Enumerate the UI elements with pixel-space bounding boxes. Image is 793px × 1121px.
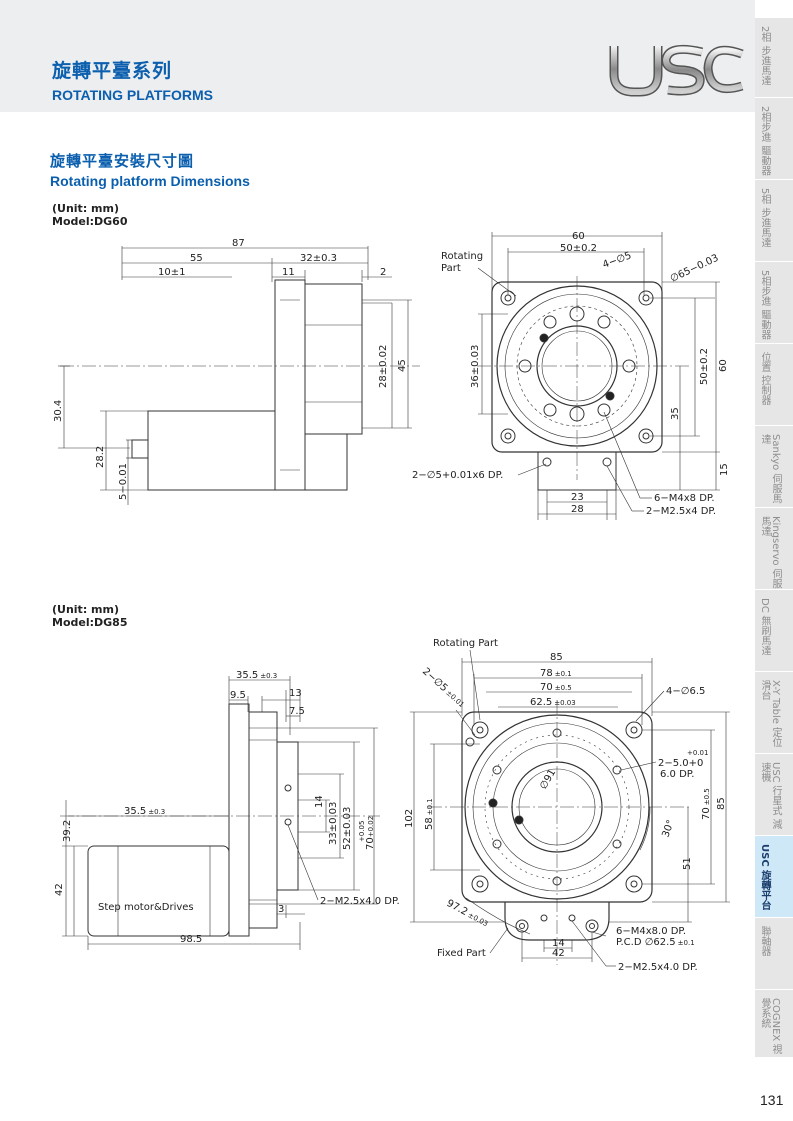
dg60-front-dim-50: 50±0.2: [560, 243, 597, 254]
dg85-front-d50-line1: 2−5.0+0: [658, 758, 703, 769]
dg60-dim-30-4: 30.4: [53, 400, 64, 422]
dg60-dim-28-02: 28±0.02: [378, 345, 389, 388]
sidebar-tab-usc-rotary-table[interactable]: USC 旋轉平台: [755, 836, 793, 918]
dg60-dowel-note: 2−∅5+0.01x6 DP.: [412, 470, 503, 481]
dg85-front-dim-30deg: 30°: [660, 819, 676, 839]
sidebar-tab-2phase-driver[interactable]: 2相步進 驅動器: [755, 98, 793, 180]
sidebar-tab-kingservo[interactable]: Kingservo 伺服馬達: [755, 508, 793, 590]
dg85-front-dim-91: ∅91: [538, 767, 558, 791]
dg60-front-dim-23: 23: [571, 492, 584, 503]
dg60-front-dim-36: 36±0.03: [470, 345, 481, 388]
dg60-front-dim-60: 60: [572, 231, 585, 242]
dg85-motor-label: Step motor&Drives: [98, 902, 194, 913]
dg60-rotating-label-2: Part: [441, 263, 461, 274]
dg60-unit: (Unit: mm): [52, 202, 119, 215]
header-title-en: ROTATING PLATFORMS: [52, 87, 213, 103]
sidebar-tab-cognex[interactable]: COGNEX 視覺系統: [755, 990, 793, 1058]
dg60-rotating-label-1: Rotating: [441, 251, 483, 262]
dg85-dim-42: 42: [54, 883, 65, 896]
dg85-front-dim-51: 51: [682, 857, 693, 870]
dg60-front-dim-28: 28: [571, 504, 584, 515]
header-title-cn: 旋轉平臺系列: [52, 61, 173, 82]
dg85-m25-front: 2−M2.5x4.0 DP.: [618, 962, 698, 973]
page-number: 131: [760, 1092, 784, 1108]
dg85-dim-7-5: 7.5: [289, 706, 305, 717]
sidebar-tab-5phase-motor[interactable]: 5相 步進馬達: [755, 180, 793, 262]
dg85-dim-70: 70+0.02: [365, 816, 376, 850]
dg85-rotating-label: Rotating Part: [433, 638, 498, 649]
dg85-unit-block: (Unit: mm) Model:DG85: [52, 603, 127, 629]
dg60-dim-11: 11: [282, 267, 295, 278]
sidebar-tab-position-controller[interactable]: 位置 控制器: [755, 344, 793, 426]
dg85-front-dim-58: 58±0.1: [424, 798, 435, 830]
dg60-m4-note: 6−M4x8 DP.: [654, 493, 715, 504]
dg60-dim-87: 87: [232, 238, 245, 249]
dg85-front-d50-line2: 6.0 DP.: [660, 769, 694, 780]
dg60-front-holes: 4−∅5: [601, 250, 633, 271]
dg60-model: Model:DG60: [52, 215, 128, 228]
dg85-front-dim-97-2: 97.2±0.03: [445, 898, 491, 929]
dg85-front-dim-102: 102: [404, 809, 415, 828]
dg85-model: Model:DG85: [52, 616, 128, 629]
sidebar-tab-xy-table[interactable]: X-Y Table 定位滑台: [755, 672, 793, 754]
sidebar-nav: 2相 步進馬達 2相步進 驅動器 5相 步進馬達 5相步進 驅動器 位置 控制器…: [755, 18, 793, 1058]
dg85-dim-98-5: 98.5: [180, 934, 202, 945]
section-title-cn: 旋轉平臺安裝尺寸圖: [50, 153, 195, 170]
dg85-dim-70-tol-plus: +0.05: [358, 821, 366, 842]
dg60-unit-block: (Unit: mm) Model:DG60: [52, 202, 127, 228]
dg85-front-dim-85: 85: [550, 652, 563, 663]
dg60-dim-10: 10±1: [158, 267, 185, 278]
dg60-front-dim-35: 35: [670, 407, 681, 420]
sidebar-tab-5phase-driver[interactable]: 5相步進 驅動器: [755, 262, 793, 344]
page-header: 旋轉平臺系列 ROTATING PLATFORMS: [0, 0, 755, 112]
dg85-front-dim-70: 70±0.5: [540, 682, 572, 693]
dg60-dim-45: 45: [397, 359, 408, 372]
dg60-front-view: 60 50±0.2 4−∅5 ∅65−0.03 Rotating Part 36…: [412, 231, 730, 520]
dg60-dim-28-2: 28.2: [95, 446, 106, 468]
dg85-dim-39-2: 39.2: [62, 820, 73, 842]
sidebar-tab-coupling[interactable]: 聯軸器: [755, 918, 793, 990]
dg85-front-view: Rotating Part 85 78±0.1 70±0.5 62.5±0.03…: [404, 638, 730, 973]
dg85-dim-13: 13: [289, 688, 302, 699]
dg85-front-dim-85-right: 85: [716, 797, 727, 810]
dg60-dim-2: 2: [380, 267, 386, 278]
dg85-pcd-note: P.C.D ∅62.5±0.1: [616, 937, 695, 948]
dg85-dim-14: 14: [314, 795, 325, 808]
dg60-m25-note: 2−M2.5x4 DP.: [646, 506, 716, 517]
section-title-en: Rotating platform Dimensions: [50, 173, 250, 189]
dg60-side-view: 87 55 32±0.3 10±1 11 2 28±0.02 45 30.4 2…: [53, 238, 420, 505]
dg85-dim-52: 52±0.03: [342, 807, 353, 850]
dg85-dim-35-5-mid: 35.5±0.3: [124, 806, 165, 817]
dg60-front-dim-60-right: 60: [718, 359, 729, 372]
dimension-drawings: 87 55 32±0.3 10±1 11 2 28±0.02 45 30.4 2…: [53, 231, 730, 973]
sidebar-tab-sankyo[interactable]: Sankyo 伺服馬達: [755, 426, 793, 508]
dg85-dim-3: 3: [278, 904, 284, 915]
sidebar-tab-usc-reducer[interactable]: USC 行星式 減速機: [755, 754, 793, 836]
dg85-front-dim-70-right: 70±0.5: [701, 788, 712, 820]
dg85-front-dim-42: 42: [552, 948, 565, 959]
dg85-fixed-label: Fixed Part: [437, 948, 486, 959]
dg85-front-dim-14: 14: [552, 938, 565, 949]
dg85-front-dim-78: 78±0.1: [540, 668, 572, 679]
dg60-front-dim-50-right: 50±0.2: [699, 348, 710, 385]
dg60-dim-32: 32±0.3: [300, 253, 337, 264]
dg85-front-dim-62-5: 62.5±0.03: [530, 697, 576, 708]
sidebar-tab-2phase-motor[interactable]: 2相 步進馬達: [755, 18, 793, 98]
dg85-front-d50-tol: +0.01: [687, 749, 708, 757]
dg85-dim-9-5: 9.5: [230, 690, 246, 701]
dg60-front-circle65: ∅65−0.03: [669, 253, 721, 285]
dg85-side-view: 35.5±0.3 9.5 13 7.5 14 33±0.03 52±0.03 +…: [54, 670, 400, 950]
dg60-front-dim-15: 15: [719, 463, 730, 476]
dg85-front-holes4: 4−∅6.5: [666, 686, 705, 697]
dg85-unit: (Unit: mm): [52, 603, 119, 616]
dg85-front-holes2: 2−∅5±0.01: [420, 666, 467, 710]
dg60-dim-55: 55: [190, 253, 203, 264]
dg60-dim-5: 5−0.01: [118, 463, 129, 500]
sidebar-tab-dc-brushless[interactable]: DC 無刷馬達: [755, 590, 793, 672]
usc-logo: [609, 44, 744, 97]
dg85-m25-side: 2−M2.5x4.0 DP.: [320, 896, 400, 907]
dg85-dim-33: 33±0.03: [328, 802, 339, 845]
dg85-dim-35-5-top: 35.5±0.3: [236, 670, 277, 681]
dg85-m4-note: 6−M4x8.0 DP.: [616, 926, 686, 937]
